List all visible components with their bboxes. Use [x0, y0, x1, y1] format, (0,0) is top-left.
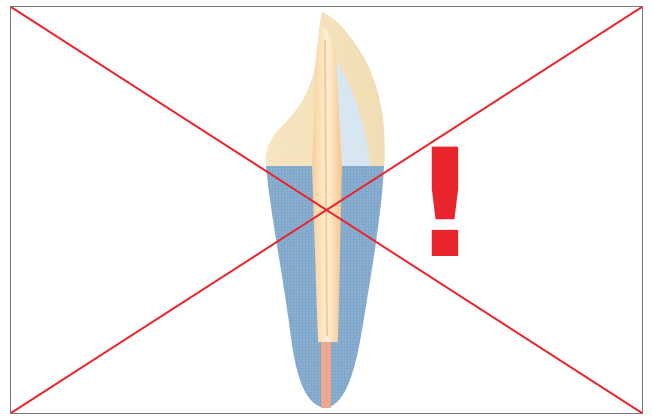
exclamation-mark: ! [411, 118, 479, 292]
apical-filling [321, 342, 331, 408]
